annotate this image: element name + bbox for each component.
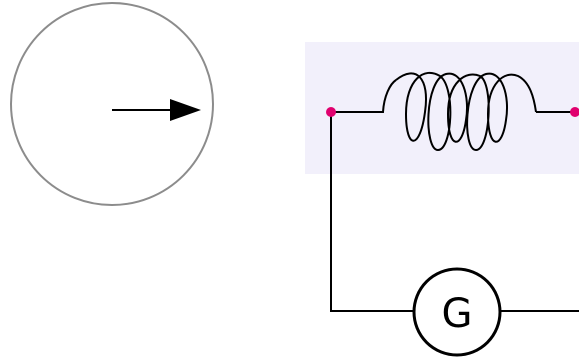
left-terminal [326,107,336,117]
galvanometer-ring [412,267,502,357]
left-lead-wire [331,79,397,113]
galvanometer-label: G [442,291,473,337]
right-arrow-icon [170,99,201,121]
solenoid-coil-icon [395,71,537,152]
right-terminal [570,107,579,117]
coil-circuit [330,71,579,312]
galvanometer-icon: G [412,267,502,357]
magnet-disk [10,2,214,206]
left-return-wire [330,112,414,312]
disk-outline [10,2,214,206]
coil-panel [305,42,579,174]
